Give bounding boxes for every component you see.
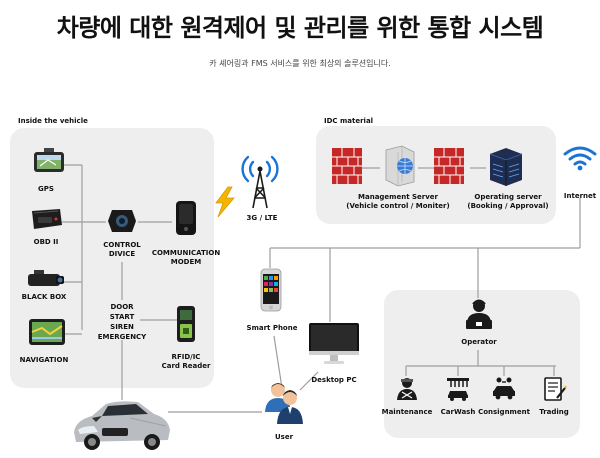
rfid-label-2: Card Reader bbox=[161, 362, 211, 370]
control-device-icon bbox=[108, 210, 136, 232]
firewall-icon-2 bbox=[434, 148, 464, 184]
maintenance-icon bbox=[397, 378, 417, 400]
operating-server-icon bbox=[489, 148, 523, 186]
lte-label: 3G / LTE bbox=[246, 214, 278, 222]
gps-label: GPS bbox=[38, 185, 54, 193]
user-icon bbox=[265, 383, 303, 424]
control-device-label-2: DIVICE bbox=[108, 250, 136, 258]
rfid-reader-icon bbox=[177, 306, 195, 342]
rfid-label-1: RFID/IC bbox=[171, 353, 201, 361]
siren-label: SIREN bbox=[110, 323, 134, 331]
trading-label: Trading bbox=[539, 408, 569, 416]
management-server-label-2: (Vehicle control / Moniter) bbox=[346, 202, 450, 210]
obd-icon bbox=[32, 209, 62, 229]
wifi-icon bbox=[563, 146, 597, 171]
operator-icon bbox=[466, 299, 492, 329]
consignment-icon bbox=[493, 377, 515, 400]
control-device-label-1: CONTROL bbox=[103, 241, 141, 249]
navigation-label: NAVIGATION bbox=[19, 356, 69, 364]
gps-icon bbox=[34, 148, 64, 172]
modem-label-2: MODEM bbox=[170, 258, 202, 266]
operating-server-label-2: (Booking / Approval) bbox=[467, 202, 549, 210]
cell-tower-icon bbox=[241, 155, 279, 209]
smartphone-icon bbox=[260, 268, 282, 312]
page-title: 차량에 대한 원격제어 및 관리를 위한 통합 시스템 bbox=[56, 14, 544, 42]
door-label: DOOR bbox=[110, 303, 134, 311]
vehicle-panel-title: Inside the vehicle bbox=[18, 117, 88, 125]
emergency-label: EMERGENCY bbox=[97, 333, 147, 341]
modem-label-1: COMMUNICATION bbox=[151, 249, 221, 257]
management-server-label-1: Management Server bbox=[358, 193, 438, 201]
black-box-label: BLACK BOX bbox=[21, 293, 67, 301]
maintenance-label: Maintenance bbox=[381, 408, 433, 416]
black-box-icon bbox=[28, 270, 64, 286]
carwash-icon bbox=[447, 378, 469, 401]
obd-label: OBD II bbox=[33, 238, 59, 246]
navigation-icon bbox=[29, 319, 65, 345]
internet-label: Internet bbox=[563, 192, 597, 200]
operating-server-label-1: Operating server bbox=[474, 193, 542, 201]
desktop-pc-label: Desktop PC bbox=[311, 376, 357, 384]
trading-icon bbox=[544, 377, 567, 401]
car-icon bbox=[74, 401, 170, 450]
smartphone-label: Smart Phone bbox=[246, 324, 298, 332]
user-label: User bbox=[274, 433, 294, 441]
desktop-pc-icon bbox=[309, 323, 359, 364]
firewall-icon bbox=[332, 148, 362, 184]
modem-icon bbox=[176, 201, 196, 235]
start-label: START bbox=[109, 313, 135, 321]
operator-label: Operator bbox=[461, 338, 497, 346]
lightning-icon bbox=[215, 186, 235, 218]
management-server-icon bbox=[385, 145, 415, 187]
idc-panel-title: IDC material bbox=[324, 117, 374, 125]
consignment-label: Consignment bbox=[478, 408, 530, 416]
page-subtitle: 카 셰어링과 FMS 서비스를 위한 최상의 솔루션입니다. bbox=[209, 59, 391, 68]
carwash-label: CarWash bbox=[440, 408, 476, 416]
